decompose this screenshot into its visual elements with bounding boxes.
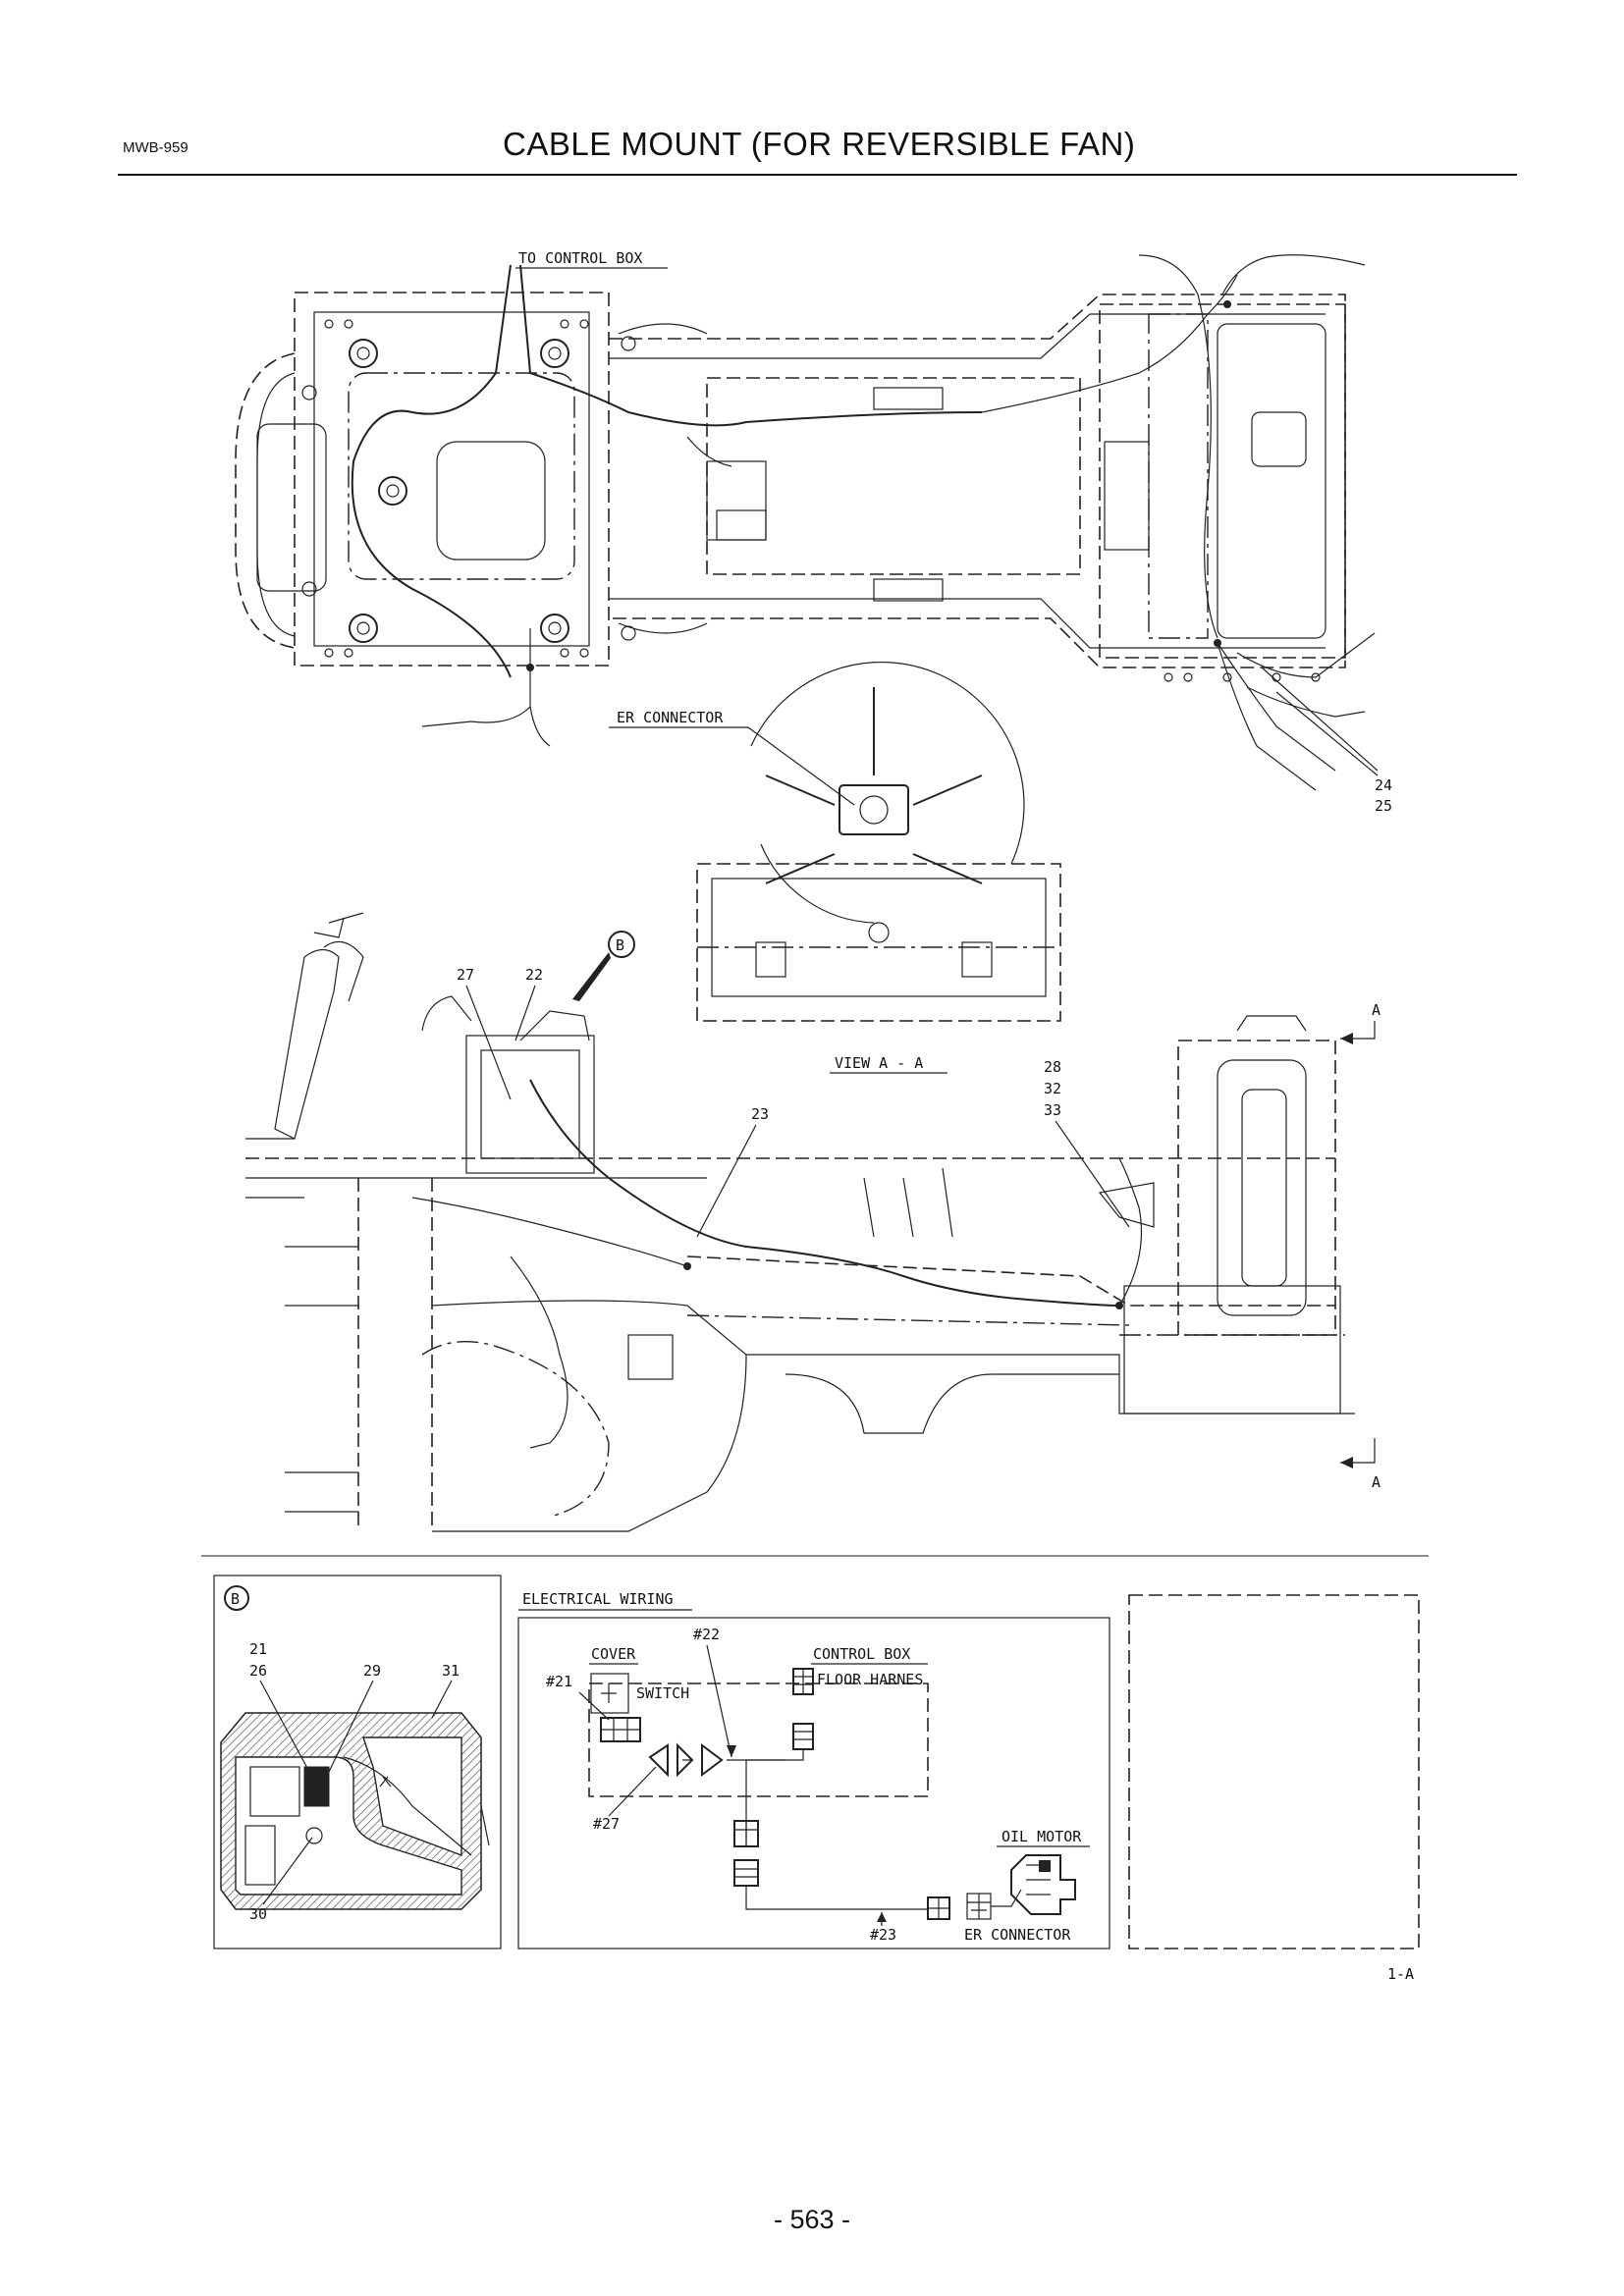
svg-text:#21: #21 bbox=[546, 1673, 572, 1690]
section-mark-a-top: A bbox=[1340, 1001, 1380, 1044]
svg-text:27: 27 bbox=[457, 966, 474, 984]
electrical-wiring-panel: ELECTRICAL WIRING bbox=[517, 1590, 1110, 1949]
svg-text:26: 26 bbox=[249, 1662, 267, 1680]
header-rule bbox=[118, 174, 1517, 176]
svg-text:24: 24 bbox=[1375, 776, 1392, 794]
detail-b-marker: B bbox=[572, 931, 635, 1001]
svg-text:ER CONNECTOR: ER CONNECTOR bbox=[617, 709, 724, 726]
svg-text:#27: #27 bbox=[593, 1815, 620, 1833]
detail-b-callouts: 21 26 29 31 30 bbox=[249, 1640, 460, 1923]
svg-text:ER CONNECTOR: ER CONNECTOR bbox=[964, 1926, 1071, 1944]
svg-text:TO CONTROL BOX: TO CONTROL BOX bbox=[518, 249, 642, 267]
svg-text:30: 30 bbox=[249, 1905, 267, 1923]
svg-text:#23: #23 bbox=[870, 1926, 896, 1944]
svg-text:25: 25 bbox=[1375, 797, 1392, 815]
callout-24-25: 24 25 bbox=[1261, 667, 1392, 815]
side-view-frame bbox=[245, 912, 1355, 1532]
empty-detail-panel bbox=[1128, 1594, 1420, 1949]
sheet-reference: 1-A bbox=[1387, 1965, 1414, 1983]
electrical-wiring-labels: COVER CONTROL BOX FLOOR HARNES SWITCH #2… bbox=[546, 1626, 1090, 1944]
svg-text:OIL MOTOR: OIL MOTOR bbox=[1001, 1828, 1082, 1845]
svg-text:28: 28 bbox=[1044, 1058, 1061, 1076]
detail-b-panel: B bbox=[213, 1575, 502, 1949]
callout-28-32-33: 28 32 33 bbox=[1044, 1058, 1130, 1228]
svg-text:#22: #22 bbox=[693, 1626, 720, 1643]
callout-23: 23 bbox=[696, 1105, 769, 1238]
page-title: CABLE MOUNT (FOR REVERSIBLE FAN) bbox=[503, 126, 1136, 162]
view-aa-fan bbox=[696, 661, 1061, 1022]
svg-text:SWITCH: SWITCH bbox=[636, 1684, 689, 1702]
top-view-frame bbox=[235, 292, 1346, 682]
svg-text:FLOOR HARNES: FLOOR HARNES bbox=[817, 1671, 923, 1688]
svg-text:31: 31 bbox=[442, 1662, 460, 1680]
svg-text:B: B bbox=[616, 936, 624, 954]
svg-text:21: 21 bbox=[249, 1640, 267, 1658]
svg-text:COVER: COVER bbox=[591, 1645, 636, 1663]
svg-text:22: 22 bbox=[525, 966, 543, 984]
svg-text:VIEW A - A: VIEW A - A bbox=[835, 1054, 923, 1072]
svg-text:A: A bbox=[1372, 1001, 1380, 1019]
svg-text:CONTROL BOX: CONTROL BOX bbox=[813, 1645, 910, 1663]
to-control-box-callout: TO CONTROL BOX bbox=[515, 249, 668, 269]
svg-text:23: 23 bbox=[751, 1105, 769, 1123]
side-view-harness bbox=[411, 1079, 1155, 1449]
svg-text:32: 32 bbox=[1044, 1080, 1061, 1097]
svg-text:A: A bbox=[1372, 1473, 1380, 1491]
er-connector-callout: ER CONNECTOR bbox=[609, 709, 855, 806]
svg-text:33: 33 bbox=[1044, 1101, 1061, 1119]
callout-27-22: 27 22 bbox=[457, 966, 543, 1100]
document-code: MWB-959 bbox=[123, 139, 189, 156]
svg-text:B: B bbox=[231, 1590, 240, 1608]
page-number: - 563 - bbox=[773, 2205, 851, 2234]
svg-text:29: 29 bbox=[363, 1662, 381, 1680]
top-view-harness bbox=[351, 254, 1376, 791]
view-aa-title: VIEW A - A bbox=[830, 1054, 947, 1074]
svg-text:ELECTRICAL WIRING: ELECTRICAL WIRING bbox=[522, 1590, 674, 1608]
section-mark-a-bottom: A bbox=[1340, 1438, 1380, 1491]
